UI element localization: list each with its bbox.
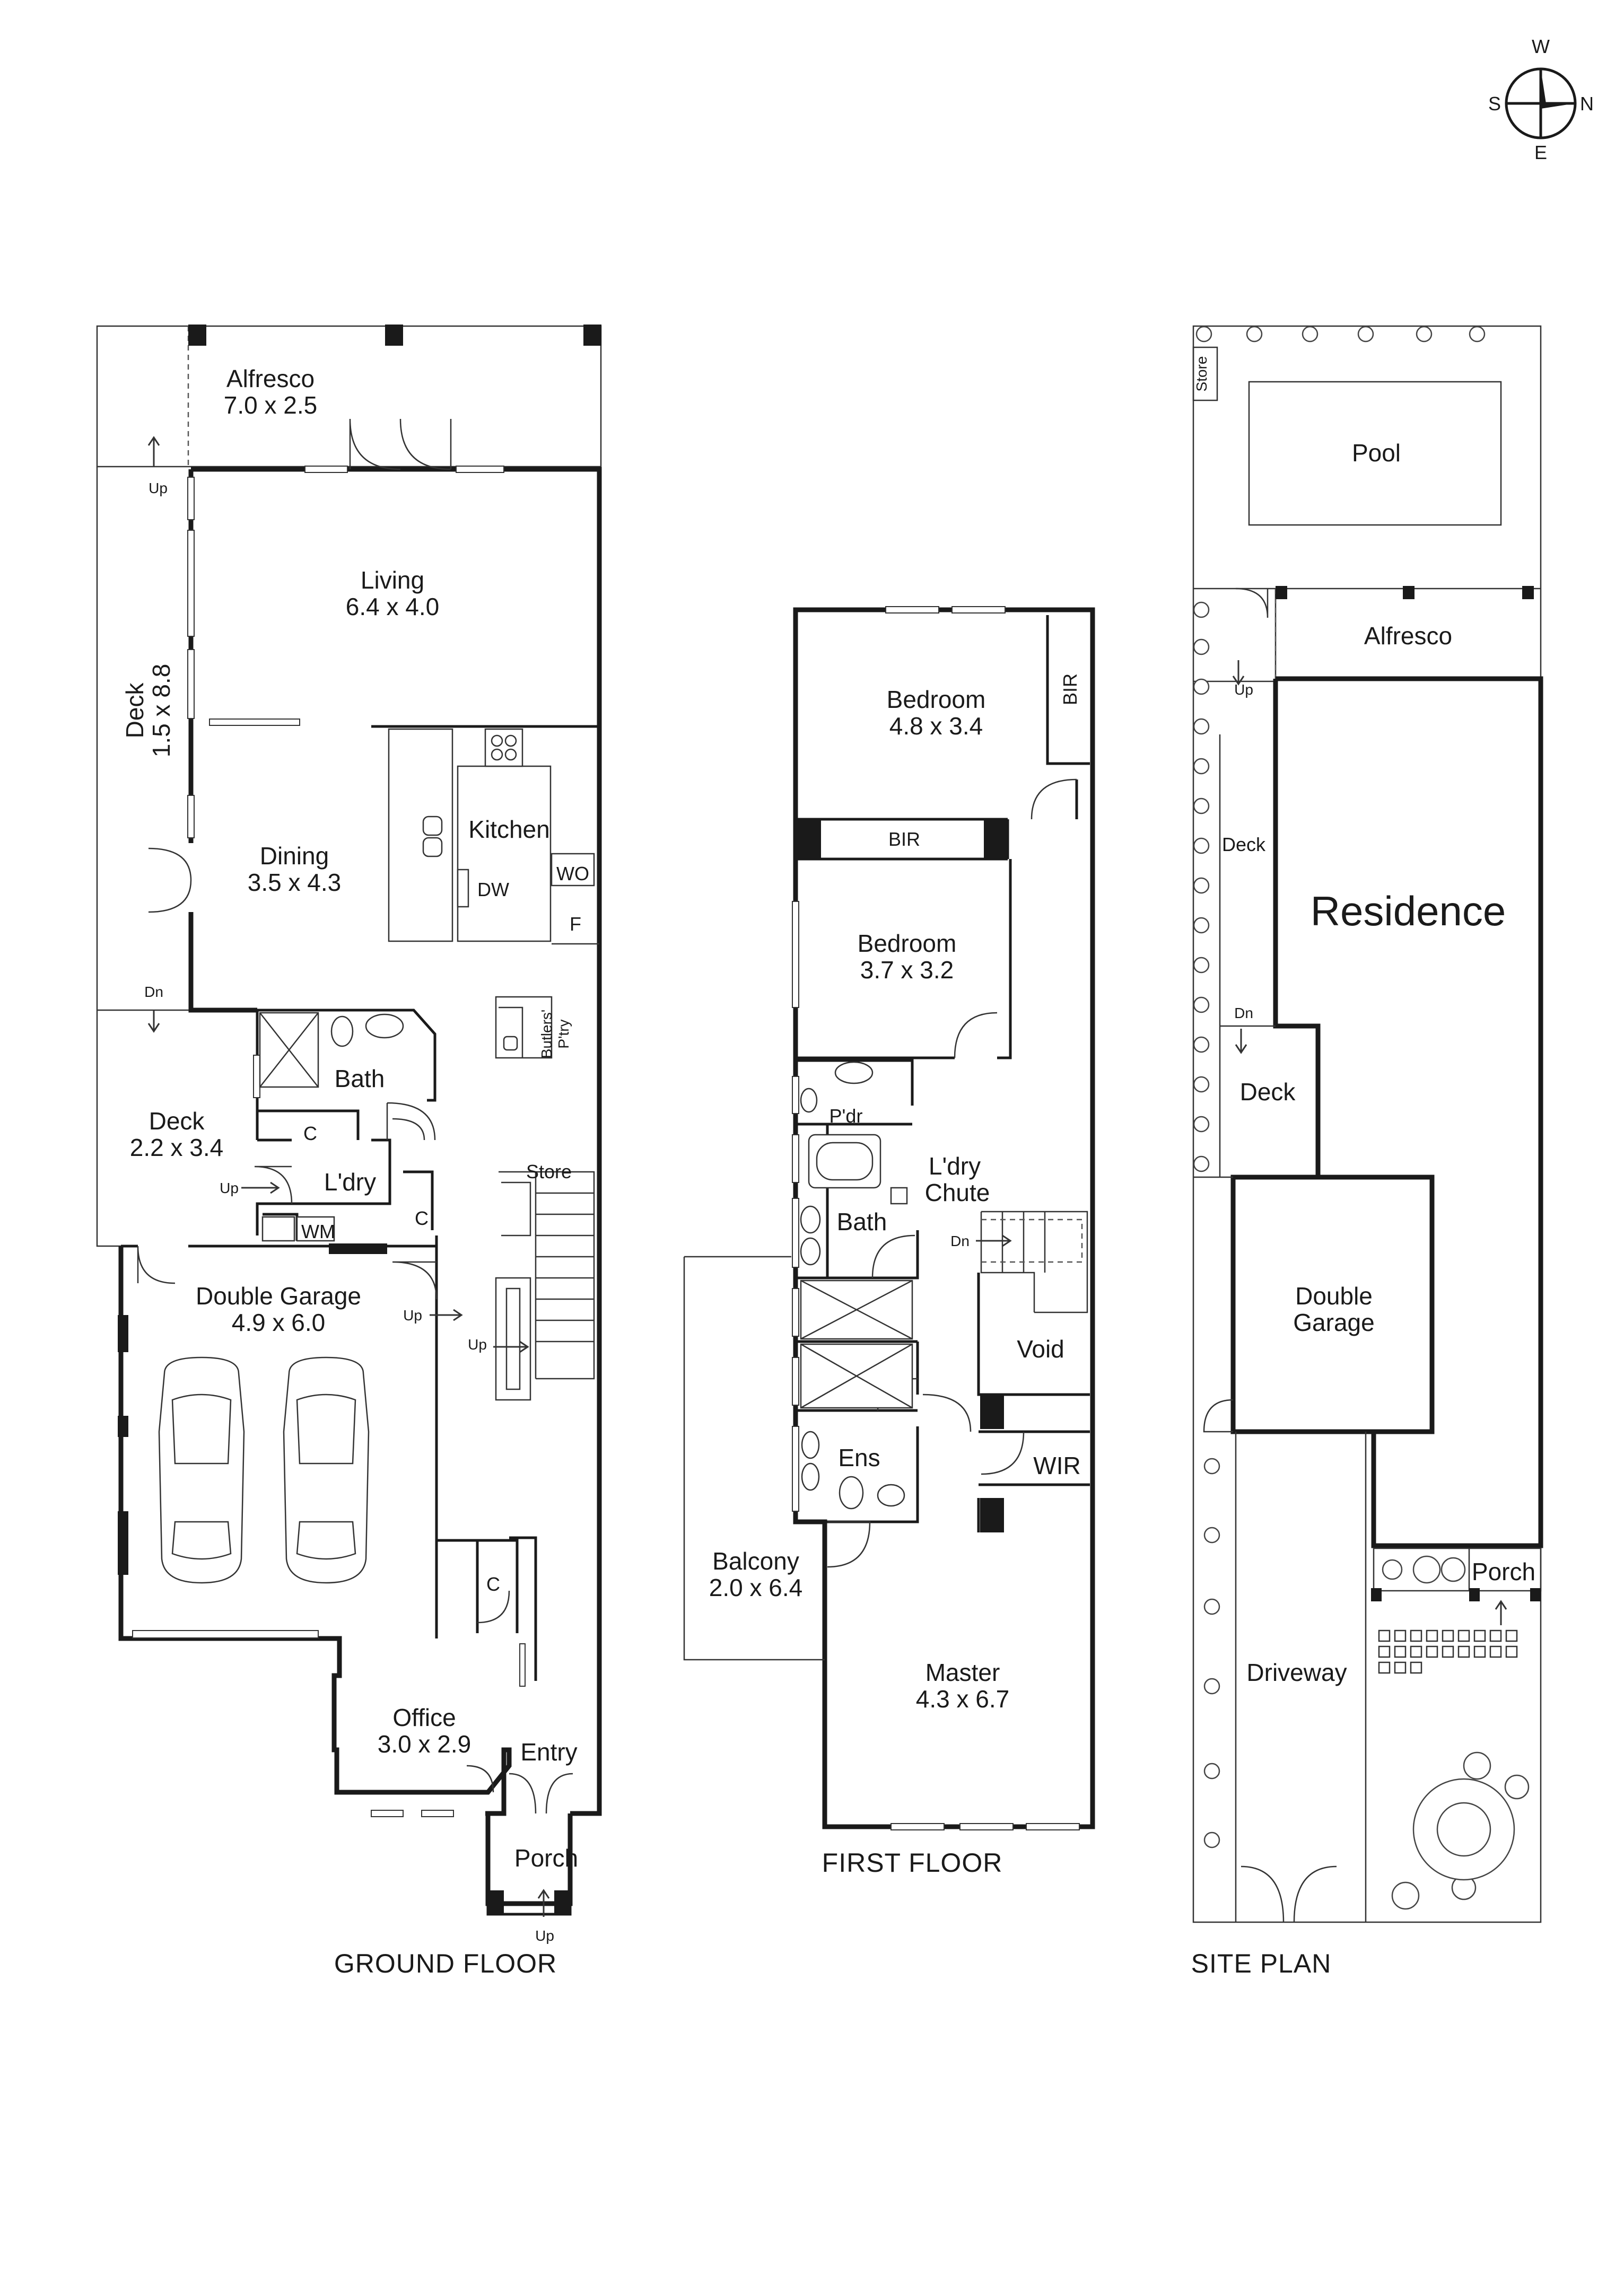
ens-label: Ens [838, 1444, 880, 1471]
f-label: F [570, 913, 581, 935]
deck-rear-dims: 2.2 x 3.4 [130, 1134, 223, 1161]
double-garage-label: Double Garage [196, 1282, 361, 1310]
wir-label: WIR [1033, 1452, 1080, 1479]
closet-label-2: C [415, 1207, 429, 1229]
up-label-porch: Up [535, 1927, 554, 1944]
site-porch-label: Porch [1472, 1558, 1535, 1585]
office-label: Office [392, 1704, 456, 1731]
bedroom1-dims: 4.8 x 3.4 [889, 712, 983, 740]
bir-label-2: BIR [888, 828, 920, 850]
dining-label: Dining [260, 842, 329, 870]
driveway-label: Driveway [1246, 1659, 1347, 1686]
ground-floor-caption: GROUND FLOOR [334, 1949, 557, 1978]
site-plan: Store Pool Alfresco Deck Residence Deck … [1191, 325, 1543, 1978]
wm-label: WM [301, 1221, 335, 1242]
wo-label: WO [556, 863, 589, 884]
ldry-chute-line2: Chute [925, 1179, 990, 1206]
master-dims: 4.3 x 6.7 [916, 1685, 1009, 1713]
bath-label: Bath [335, 1065, 385, 1092]
car-icon [158, 1356, 245, 1584]
compass-e: E [1534, 142, 1547, 163]
closet-label-3: C [486, 1573, 500, 1595]
master-label: Master [925, 1659, 1000, 1686]
tree-icon [1193, 326, 1530, 1910]
site-plan-caption: SITE PLAN [1191, 1949, 1332, 1978]
living-dims: 6.4 x 4.0 [346, 593, 439, 620]
living-label: Living [361, 566, 424, 594]
ldry-chute-line1: L'dry [929, 1152, 981, 1180]
dn-ff-label: Dn [950, 1233, 970, 1249]
pdr-label: P'dr [830, 1105, 863, 1127]
up-label-deck: Up [220, 1180, 239, 1196]
up-label-stairs: Up [468, 1336, 487, 1353]
first-floor-plan: Bedroom 4.8 x 3.4 BIR BIR Bedroom 3.7 x … [683, 606, 1095, 1878]
compass-rose-icon: W S N E [1488, 36, 1594, 163]
laundry-label: L'dry [324, 1168, 376, 1196]
ground-floor-plan: Alfresco 7.0 x 2.5 Living 6.4 x 4.0 Deck… [96, 325, 602, 1978]
alfresco-outline [96, 325, 602, 468]
compass-s: S [1488, 93, 1501, 115]
compass-n: N [1580, 93, 1594, 115]
site-dn-label: Dn [1234, 1005, 1253, 1021]
residence-label: Residence [1311, 888, 1506, 934]
dw-label: DW [477, 879, 509, 900]
site-boundary [1192, 325, 1542, 1923]
balcony-dims: 2.0 x 6.4 [709, 1574, 802, 1601]
first-floor-caption: FIRST FLOOR [822, 1848, 1003, 1878]
site-deck1-label: Deck [1222, 834, 1266, 855]
site-alfresco-label: Alfresco [1364, 622, 1452, 650]
compass-w: W [1532, 36, 1550, 57]
dining-dims: 3.5 x 4.3 [248, 869, 341, 896]
deck-side-label: Deck [121, 682, 149, 739]
pantry-label: P'try [555, 1019, 572, 1048]
up-label-garage: Up [403, 1307, 422, 1324]
site-up-label: Up [1234, 681, 1253, 698]
kitchen-label: Kitchen [468, 816, 549, 843]
pool-label: Pool [1352, 439, 1401, 467]
bedroom1-label: Bedroom [887, 686, 986, 713]
pool-outline [1248, 381, 1502, 526]
deck-rear-label: Deck [149, 1107, 205, 1135]
bedroom2-dims: 3.7 x 3.2 [860, 956, 954, 984]
bir-label-1: BIR [1059, 673, 1081, 705]
alfresco-dims: 7.0 x 2.5 [224, 391, 317, 419]
bath-ff-label: Bath [837, 1208, 887, 1235]
balcony-label: Balcony [712, 1547, 799, 1575]
entry-label: Entry [520, 1738, 577, 1766]
porch-label: Porch [514, 1844, 578, 1872]
alfresco-label: Alfresco [226, 365, 315, 392]
site-store-label: Store [1193, 356, 1210, 392]
double-garage-dims: 4.9 x 6.0 [232, 1309, 325, 1336]
deck-side-dims: 1.5 x 8.8 [147, 664, 175, 757]
void-label: Void [1017, 1335, 1064, 1363]
dn-label: Dn [144, 984, 163, 1000]
butlers-label: Butlers' [538, 1010, 555, 1059]
closet-label: C [303, 1123, 317, 1144]
bedroom2-label: Bedroom [858, 930, 957, 957]
store-label: Store [526, 1161, 572, 1182]
site-garage-line1: Double [1295, 1282, 1373, 1310]
up-label: Up [149, 480, 168, 496]
site-garage-line2: Garage [1293, 1309, 1374, 1336]
site-deck2-label: Deck [1240, 1078, 1296, 1106]
car-icon [283, 1356, 370, 1584]
office-dims: 3.0 x 2.9 [378, 1730, 471, 1758]
